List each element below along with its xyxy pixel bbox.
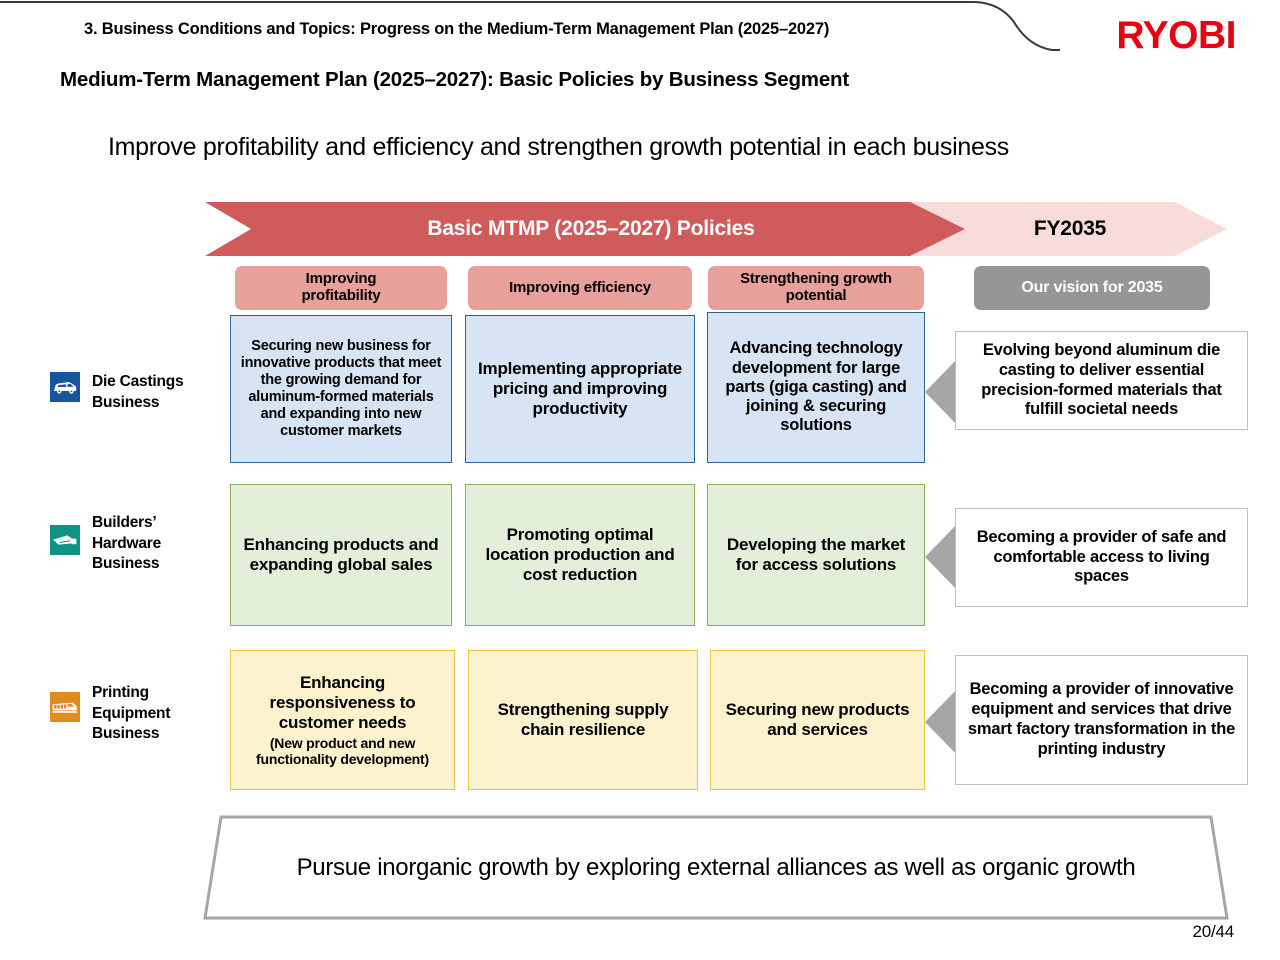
future-arrow-label: FY2035 bbox=[1033, 217, 1107, 240]
arrow-left-icon-row1 bbox=[925, 355, 961, 429]
bottom-band-shape bbox=[203, 815, 1229, 920]
segment-label-printing-equipment: Printing Equipment Business bbox=[92, 683, 170, 745]
column-header-improving-profitability: Improving profitability bbox=[235, 266, 447, 310]
column-header-our-vision: Our vision for 2035 bbox=[974, 266, 1210, 310]
column-header-improving-efficiency: Improving efficiency bbox=[468, 266, 692, 310]
pill-vision-label: Our vision for 2035 bbox=[1021, 279, 1163, 297]
cell-text: Securing new products and services bbox=[725, 700, 910, 739]
header-tab: 3. Business Conditions and Topics: Progr… bbox=[0, 0, 1060, 58]
cell-builders-profitability: Enhancing products and expanding global … bbox=[230, 484, 452, 626]
printing-press-icon bbox=[50, 692, 80, 722]
future-arrow: FY2035 bbox=[905, 202, 1227, 256]
cell-printing-profitability: Enhancing responsiveness to customer nee… bbox=[230, 650, 455, 790]
cell-text: Enhancing products and expanding global … bbox=[243, 535, 439, 574]
cell-text: Enhancing responsiveness to customer nee… bbox=[269, 673, 416, 732]
timeline-banner: FY2035 Basic MTMP (2025–2027) Policies bbox=[205, 202, 1227, 256]
seg3-line3: Business bbox=[92, 725, 160, 743]
segment-label-builders-hardware: Builders’ Hardware Business bbox=[92, 513, 161, 575]
arrow-left-icon-row2 bbox=[925, 520, 961, 594]
bottom-band-text: Pursue inorganic growth by exploring ext… bbox=[296, 853, 1136, 881]
pill2-line1: Improving efficiency bbox=[509, 278, 651, 296]
door-closer-icon bbox=[50, 525, 80, 555]
arrow-left-icon-row3 bbox=[925, 685, 961, 759]
page-number: 20/44 bbox=[1192, 922, 1234, 941]
seg3-line2: Equipment bbox=[92, 704, 171, 722]
cell-text: Advancing technology development for lar… bbox=[725, 339, 907, 435]
column-header-strengthening-growth: Strengthening growth potential bbox=[708, 266, 924, 310]
header-tab-shape bbox=[0, 1, 1060, 51]
breadcrumb: 3. Business Conditions and Topics: Progr… bbox=[84, 20, 830, 38]
bottom-band: Pursue inorganic growth by exploring ext… bbox=[203, 815, 1229, 920]
pill1-line2: profitability bbox=[301, 287, 381, 304]
seg2-line2: Hardware bbox=[92, 534, 162, 552]
cell-text: Promoting optimal location production an… bbox=[485, 525, 675, 584]
cell-printing-growth: Securing new products and services bbox=[710, 650, 925, 790]
cell-subtext: (New product and new functionality devel… bbox=[256, 734, 429, 767]
mtmp-arrow-label: Basic MTMP (2025–2027) Policies bbox=[427, 217, 755, 240]
vision-box-builders-hardware: Becoming a provider of safe and comforta… bbox=[955, 508, 1248, 607]
seg2-line3: Business bbox=[92, 555, 160, 573]
seg2-line1: Builders’ bbox=[92, 514, 157, 531]
ryobi-logo: RYOBI bbox=[1116, 14, 1236, 57]
cell-text: Implementing appropriate pricing and imp… bbox=[478, 359, 682, 418]
seg1-line2: Business bbox=[92, 393, 160, 411]
cell-die-castings-profitability: Securing new business for innovative pro… bbox=[230, 315, 452, 463]
mtmp-arrow: Basic MTMP (2025–2027) Policies bbox=[205, 202, 965, 256]
cell-text: Strengthening supply chain resilience bbox=[497, 700, 669, 739]
cell-builders-growth: Developing the market for access solutio… bbox=[707, 484, 925, 626]
segment-label-die-castings: Die Castings Business bbox=[92, 372, 184, 413]
cell-die-castings-efficiency: Implementing appropriate pricing and imp… bbox=[465, 315, 695, 463]
vision-text: Becoming a provider of innovative equipm… bbox=[967, 680, 1236, 758]
cell-die-castings-growth: Advancing technology development for lar… bbox=[707, 312, 925, 463]
seg1-line1: Die Castings bbox=[92, 373, 184, 390]
seg3-line1: Printing bbox=[92, 684, 149, 701]
vision-text: Evolving beyond aluminum die casting to … bbox=[981, 340, 1222, 419]
page-title: Medium-Term Management Plan (2025–2027):… bbox=[60, 68, 849, 91]
cell-printing-efficiency: Strengthening supply chain resilience bbox=[468, 650, 698, 790]
cell-text: Developing the market for access solutio… bbox=[726, 535, 906, 574]
vision-box-printing-equipment: Becoming a provider of innovative equipm… bbox=[955, 655, 1248, 785]
vision-text: Becoming a provider of safe and comforta… bbox=[976, 527, 1227, 586]
pill1-line1: Improving bbox=[305, 270, 377, 288]
vision-box-die-castings: Evolving beyond aluminum die casting to … bbox=[955, 331, 1248, 430]
lead-statement: Improve profitability and efficiency and… bbox=[108, 133, 1009, 161]
cell-builders-efficiency: Promoting optimal location production an… bbox=[465, 484, 695, 626]
car-icon bbox=[50, 372, 80, 402]
pill3-line2: potential bbox=[785, 287, 847, 304]
cell-text: Securing new business for innovative pro… bbox=[240, 338, 442, 439]
pill3-line1: Strengthening growth bbox=[740, 270, 892, 288]
